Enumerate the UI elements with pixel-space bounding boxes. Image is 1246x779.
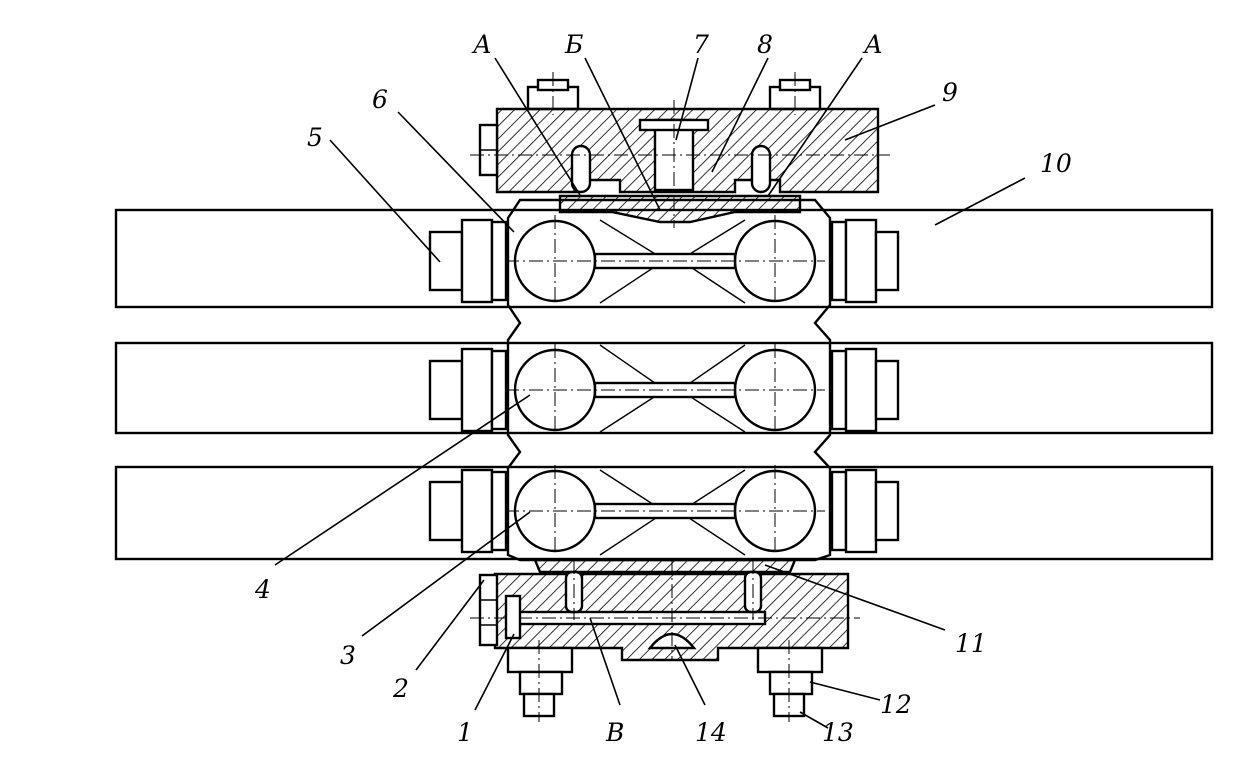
label-3: 3 — [340, 641, 356, 670]
label-4: 4 — [254, 575, 271, 604]
right-nuts — [830, 218, 900, 554]
callout-labels: А Б 7 8 А 9 6 5 10 4 3 2 1 В 14 13 12 11 — [254, 30, 1072, 747]
upper-clamp-block — [470, 72, 890, 228]
lower-clamp-block — [470, 558, 860, 722]
label-1: 1 — [457, 718, 473, 747]
label-A-right: А — [862, 30, 883, 59]
label-6: 6 — [372, 85, 388, 114]
label-5: 5 — [307, 123, 323, 152]
clamp-stack — [428, 198, 900, 562]
label-8: 8 — [757, 30, 773, 59]
busbar-middle — [114, 341, 1214, 435]
label-14: 14 — [695, 718, 727, 747]
label-B-top: Б — [564, 30, 583, 59]
leader-lines — [274, 57, 1026, 729]
label-12: 12 — [880, 690, 912, 719]
label-11: 11 — [955, 629, 987, 658]
label-2: 2 — [392, 674, 409, 703]
label-V-bottom: В — [605, 718, 624, 747]
label-A-left: А — [471, 30, 492, 59]
label-13: 13 — [822, 718, 854, 747]
label-10: 10 — [1040, 149, 1072, 178]
label-9: 9 — [942, 78, 958, 107]
left-nuts — [428, 218, 508, 554]
label-7: 7 — [693, 30, 709, 59]
